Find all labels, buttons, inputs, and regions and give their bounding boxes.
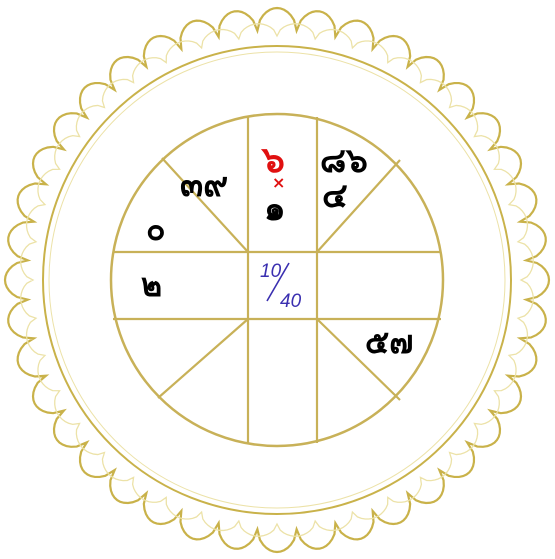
house-top-right-numeral-2: ๔ (322, 176, 348, 216)
center-box: 10 40 (260, 261, 302, 312)
house-top-left-numerals: ๓๙ (180, 165, 228, 205)
house-left-numeral: ๒ (141, 266, 162, 304)
house-top-numeral-2: ๑ (264, 189, 286, 229)
house-top-right-numerals: ๘๖ (320, 141, 368, 181)
center-denominator: 40 (280, 291, 302, 312)
center-numerator: 10 (260, 261, 282, 282)
house-bottom-right-numeral: ๕๗ (365, 323, 413, 361)
diagonal-bottom-left (158, 319, 248, 398)
house-left-upper-numeral: ๐ (146, 210, 166, 248)
house-numerals: ๓๙ ๖ × ๑ ๘๖ ๔ ๐ ๒ ๕๗ (141, 140, 413, 361)
